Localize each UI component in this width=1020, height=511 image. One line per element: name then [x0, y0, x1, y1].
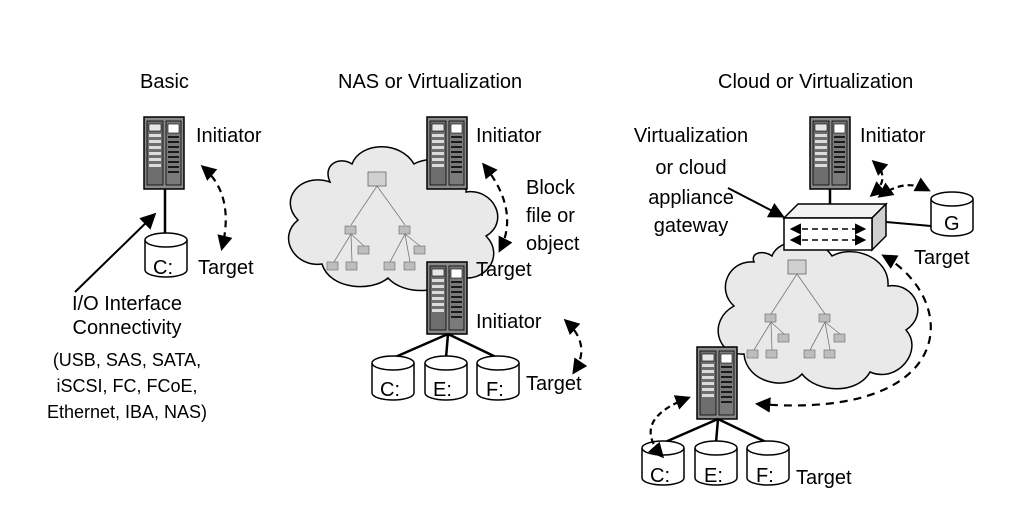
nas-initiator-label: Initiator: [476, 125, 542, 147]
cloud-lower-arrow: [648, 395, 691, 459]
protocols-line-2: iSCSI, FC, FCoE,: [56, 376, 198, 396]
cloud-g-arrow: [877, 177, 931, 198]
io-interface-pointer-arrow: [74, 212, 157, 293]
cloud-disk-e-label: E:: [704, 465, 723, 487]
header-basic: Basic: [140, 71, 189, 93]
cloud-initiator-label: Initiator: [860, 125, 926, 147]
appliance-label-line-1: Virtualization: [633, 125, 749, 147]
cloud-lower-target-label: Target: [796, 467, 852, 489]
cloud-shape: [717, 240, 919, 390]
cloud-disk-c-label: C:: [650, 465, 670, 487]
appliance-gateway-icon: [782, 202, 888, 252]
appliance-label-line-2: or cloud: [655, 157, 727, 179]
nas-lower-target-label: Target: [526, 373, 582, 395]
nas-disk-e-label: E:: [433, 379, 452, 401]
basic-initiator-target-arrow: [200, 164, 233, 251]
nas-disk-c-label: C:: [380, 379, 400, 401]
header-nas-virtualization: NAS or Virtualization: [338, 71, 523, 93]
nas-initiator-server-icon: [426, 116, 468, 190]
block-label-line-2: file or: [526, 205, 575, 227]
nas-block-arrow: [482, 162, 513, 253]
cloud-initiator-server-icon: [809, 116, 851, 190]
nas-disk-f-label: F:: [486, 379, 504, 401]
cloud-disk-f-label: F:: [756, 465, 774, 487]
protocols-line-3: Ethernet, IBA, NAS): [46, 402, 208, 422]
cloud-target-label: Target: [914, 247, 970, 269]
appliance-pointer-arrow: [727, 187, 785, 218]
appliance-label-line-3: appliance: [648, 187, 734, 209]
nas-lower-initiator-label: Initiator: [476, 311, 542, 333]
protocols-line-1: (USB, SAS, SATA,: [52, 350, 202, 370]
appliance-label-line-4: gateway: [653, 215, 729, 237]
block-label-line-3: object: [526, 233, 580, 255]
io-interface-line-2: Connectivity: [72, 317, 182, 339]
cloud-disk-g-label: G: [944, 213, 960, 235]
cloud-section: [641, 116, 974, 486]
io-interface-line-1: I/O Interface: [71, 293, 183, 315]
block-label-line-1: Block: [526, 177, 575, 199]
cloud-initiator-arrow: [869, 159, 889, 197]
basic-section: [74, 116, 233, 293]
nas-target-server-icon: [426, 261, 468, 335]
cloud-return-arrow: [754, 254, 932, 413]
basic-disk-c-label: C:: [153, 257, 173, 279]
nas-target-label: Target: [476, 259, 532, 281]
header-cloud-virtualization: Cloud or Virtualization: [718, 71, 914, 93]
basic-initiator-label: Initiator: [196, 125, 262, 147]
cloud-lower-server-icon: [696, 346, 738, 420]
basic-target-label: Target: [198, 257, 254, 279]
basic-server-icon: [143, 116, 185, 190]
nas-section: [287, 116, 588, 401]
nas-lower-arrow: [563, 318, 588, 375]
nas-tree: [326, 171, 426, 271]
